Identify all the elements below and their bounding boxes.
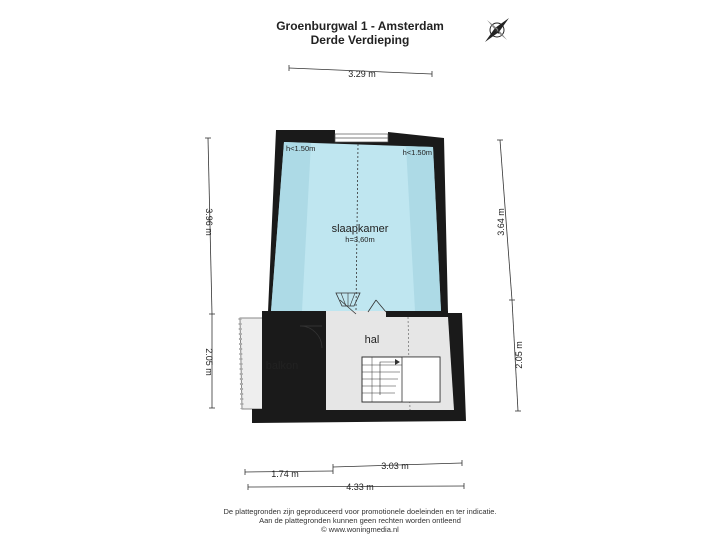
dim-bottom-right: 3.03 m: [381, 461, 409, 471]
footer-copyright: © www.woningmedia.nl: [321, 525, 399, 534]
dim-top: 3.29 m: [348, 69, 376, 79]
footer-disclaimer: De plattegronden zijn geproduceerd voor …: [223, 507, 497, 516]
footer-rights: Aan de plattegronden kunnen geen rechten…: [259, 516, 461, 525]
balcony-wall: [322, 317, 326, 410]
dim-bottom-left: 1.74 m: [271, 469, 299, 479]
balcony-door: [299, 325, 323, 349]
bedroom-slaapkamer: [271, 133, 441, 312]
plan-subtitle: Derde Verdieping: [310, 33, 410, 47]
staircase: [361, 356, 441, 403]
dim-right-upper: 3.64 m: [496, 208, 506, 236]
dim-bottom-total: 4.33 m: [346, 482, 374, 492]
room-label-balkon: balkon: [266, 360, 298, 372]
dim-left-upper: 3.96 m: [204, 208, 214, 236]
bedroom-door: [339, 299, 387, 315]
dim-left-lower: 2.05 m: [204, 348, 214, 376]
dim-right-lower: 2.05 m: [514, 341, 524, 369]
room-height-slaapkamer: h=3,60m: [345, 235, 374, 244]
room-label-hal: hal: [365, 334, 380, 346]
compass-label: N: [494, 27, 499, 36]
low-height-left: h<1.50m: [286, 144, 315, 153]
room-label-slaapkamer: slaapkamer: [332, 223, 389, 235]
low-height-right: h<1.50m: [403, 148, 432, 157]
compass-rose-icon: N: [485, 18, 509, 42]
plan-title: Groenburgwal 1 - Amsterdam: [276, 19, 444, 33]
hatch-icon: [335, 292, 361, 307]
dimension-lines: [205, 65, 521, 490]
